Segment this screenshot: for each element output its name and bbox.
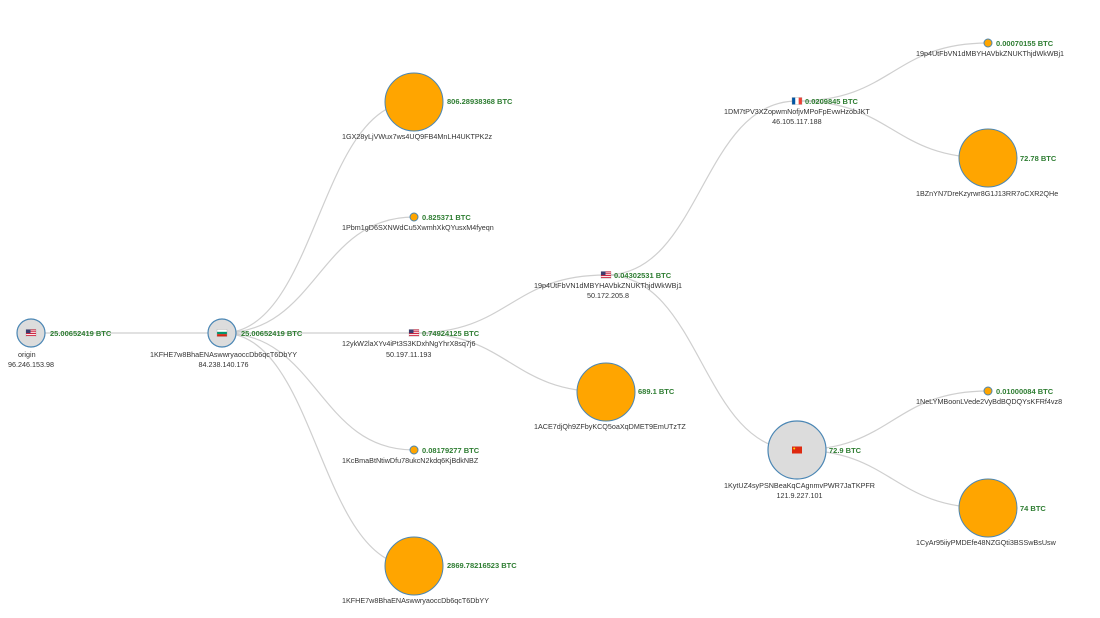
- wallet-node-circle[interactable]: [576, 362, 636, 422]
- wallet-node-circle[interactable]: [409, 445, 419, 455]
- node-amount: 689.1 BTC: [638, 387, 675, 396]
- node-amount: 0.0209845 BTC: [805, 97, 859, 106]
- wallet-node-circle[interactable]: [384, 536, 444, 596]
- node-address[interactable]: 1ACE7djQh9ZFbyKCQ5oaXqDMET9EmUTzTZ: [534, 422, 686, 431]
- wallet-node-circle[interactable]: [958, 478, 1018, 538]
- node-address[interactable]: origin: [18, 350, 36, 359]
- node-address[interactable]: 1GX28yLjVWux7ws4UQ9FB4MnLH4UKTPK2z: [342, 132, 492, 141]
- node-amount: 0.04302531 BTC: [614, 271, 672, 280]
- node-address[interactable]: 19p4UtFbVN1dMBYHAVbkZNUKThjdWkWBj1: [916, 49, 1064, 58]
- nodes-layer: 25.00652419 BTCorigin96.246.153.9825.006…: [8, 38, 1064, 605]
- wallet-node-circle[interactable]: [958, 128, 1018, 188]
- transaction-edge: [796, 100, 989, 159]
- node-w5[interactable]: 689.1 BTC 1ACE7djQh9ZFbyKCQ5oaXqDMET9EmUT…: [534, 362, 686, 431]
- node-address[interactable]: 19p4UtFbVN1dMBYHAVbkZNUKThjdWkWBj1: [534, 281, 682, 290]
- node-w2[interactable]: 0.825371 BTC1Pbm1gD6SXNWdCu5XwmhXkQYusxM…: [342, 212, 494, 232]
- node-amount: 25.00652419 BTC: [241, 329, 303, 338]
- us-flag-icon: [600, 271, 612, 279]
- fr-flag-icon: [791, 97, 803, 105]
- transaction-edge: [221, 332, 415, 567]
- node-hub1[interactable]: 25.00652419 BTC 1KFHE7w8BhaENAswwryaoccDb…: [150, 318, 303, 369]
- wallet-node-circle[interactable]: [983, 386, 993, 396]
- node-w1[interactable]: 806.28938368 BTC 1GX28yLjVWux7ws4UQ9FB4Mn…: [342, 72, 513, 141]
- node-w7[interactable]: 72.78 BTC 1BZnYN7DreKzyrwr8G1J13RR7oCXR2Q…: [916, 128, 1058, 198]
- node-ip: 46.105.117.188: [772, 117, 821, 126]
- node-ip: 96.246.153.98: [8, 360, 54, 369]
- node-amount: 0.01000084 BTC: [996, 387, 1054, 396]
- transaction-edge: [221, 332, 415, 451]
- node-address[interactable]: 1DM7tPV3XZopwmNofjvMPoFpEvwHzobJKT: [724, 107, 870, 116]
- node-address[interactable]: 1KytUZ4syPSNBeaKqCAgnmvPWR7JaTKPFR: [724, 481, 875, 490]
- transaction-edge: [605, 274, 798, 451]
- transaction-edge: [605, 100, 798, 276]
- node-w6[interactable]: 0.00070155 BTC19p4UtFbVN1dMBYHAVbkZNUKTh…: [916, 38, 1064, 58]
- transaction-edge: [796, 449, 989, 509]
- node-address[interactable]: 1BZnYN7DreKzyrwr8G1J13RR7oCXR2QHe: [916, 189, 1058, 198]
- node-address[interactable]: 1KFHE7w8BhaENAswwryaoccDb6qcT6DbYY: [342, 596, 489, 605]
- node-ip: 121.9.227.101: [777, 491, 823, 500]
- node-ip: 84.238.140.176: [199, 360, 249, 369]
- edges-layer: [30, 42, 989, 567]
- node-amount: 25.00652419 BTC: [50, 329, 112, 338]
- node-ip: 50.197.11.193: [386, 350, 431, 359]
- wallet-node-circle[interactable]: [409, 212, 419, 222]
- node-hub5[interactable]: 72.9 BTC 1KytUZ4syPSNBeaKqCAgnmvPWR7JaTKP…: [724, 420, 875, 500]
- node-amount: 0.825371 BTC: [422, 213, 471, 222]
- us-flag-icon: [408, 329, 420, 337]
- node-amount: 0.00070155 BTC: [996, 39, 1054, 48]
- node-address[interactable]: 1NeLYMBoonLVede2VyBdBQDQYsKFRf4vz8: [916, 397, 1062, 406]
- node-amount: 72.9 BTC: [829, 446, 862, 455]
- node-address[interactable]: 12ykW2laXYv4iPt3S3KDxhNgYhrX8sq7j6: [342, 339, 475, 348]
- node-amount: 0.74924125 BTC: [422, 329, 480, 338]
- transaction-edge: [221, 101, 415, 334]
- node-amount: 72.78 BTC: [1020, 154, 1057, 163]
- node-hub2[interactable]: 0.74924125 BTC12ykW2laXYv4iPt3S3KDxhNgYh…: [342, 329, 480, 359]
- node-hub3[interactable]: 0.04302531 BTC19p4UtFbVN1dMBYHAVbkZNUKTh…: [534, 271, 682, 300]
- node-address[interactable]: 1CyAr95iiyPMDEfe48NZGQti3BSSwBsUsw: [916, 538, 1057, 547]
- node-w4[interactable]: 2869.78216523 BTC 1KFHE7w8BhaENAswwryaocc…: [342, 536, 517, 605]
- transaction-edge: [221, 216, 415, 334]
- wallet-node-circle[interactable]: [983, 38, 993, 48]
- us-flag-icon: [25, 329, 37, 337]
- transaction-edge: [796, 42, 989, 102]
- transaction-edge: [796, 390, 989, 451]
- bg-flag-icon: [216, 329, 228, 337]
- transaction-edge: [413, 274, 607, 334]
- node-amount: 2869.78216523 BTC: [447, 561, 517, 570]
- wallet-node-circle[interactable]: [384, 72, 444, 132]
- cn-flag-icon: [792, 446, 802, 454]
- node-amount: 0.08179277 BTC: [422, 446, 480, 455]
- node-address[interactable]: 1Pbm1gD6SXNWdCu5XwmhXkQYusxM4fyeqn: [342, 223, 494, 232]
- node-w3[interactable]: 0.08179277 BTC1KcBmaBtNtiwDfu78ukcN2kdq6…: [342, 445, 480, 465]
- transaction-edge: [413, 332, 607, 393]
- node-w9[interactable]: 74 BTC 1CyAr95iiyPMDEfe48NZGQti3BSSwBsUsw: [916, 478, 1057, 547]
- node-hub4[interactable]: 0.0209845 BTC1DM7tPV3XZopwmNofjvMPoFpEvw…: [724, 97, 870, 126]
- node-address[interactable]: 1KFHE7w8BhaENAswwryaoccDb6qcT6DbYY: [150, 350, 297, 359]
- node-amount: 74 BTC: [1020, 504, 1046, 513]
- node-ip: 50.172.205.8: [587, 291, 629, 300]
- node-w8[interactable]: 0.01000084 BTC1NeLYMBoonLVede2VyBdBQDQYs…: [916, 386, 1062, 406]
- node-address[interactable]: 1KcBmaBtNtiwDfu78ukcN2kdq6KjBdkNBZ: [342, 456, 479, 465]
- node-amount: 806.28938368 BTC: [447, 97, 513, 106]
